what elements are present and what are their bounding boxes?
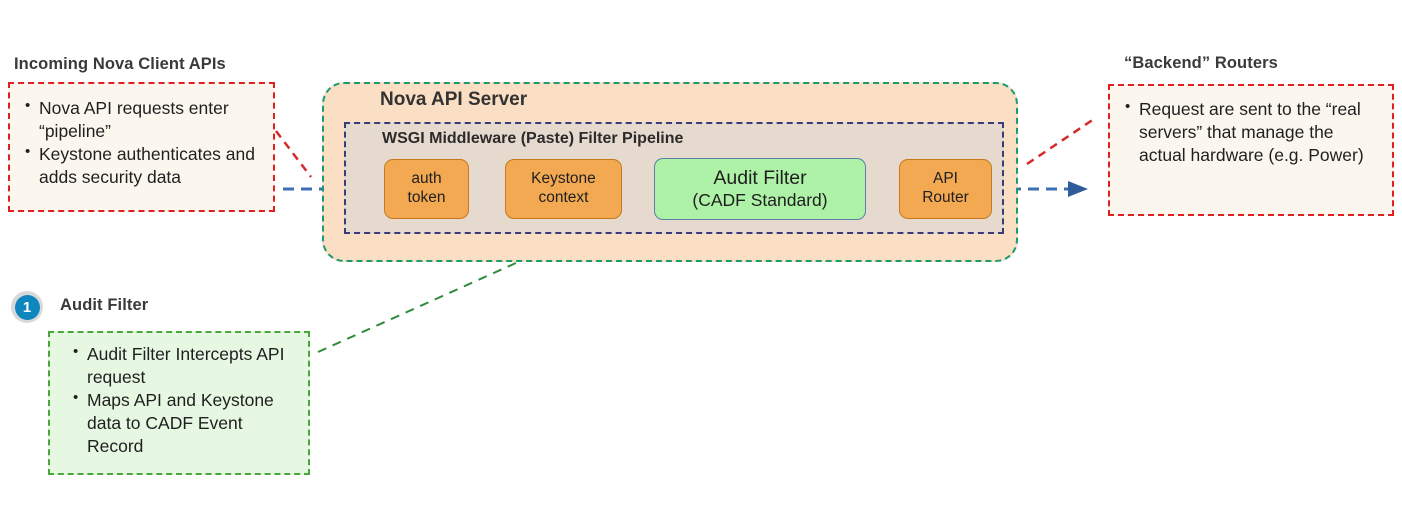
stage-api-router[interactable]: API Router — [899, 159, 992, 219]
stage-audit-filter[interactable]: Audit Filter (CADF Standard) — [654, 158, 866, 220]
leader-right-panel — [1026, 117, 1095, 166]
callout-box: Audit Filter Intercepts API request Maps… — [48, 331, 310, 475]
right-panel-list: Request are sent to the “real servers” t… — [1110, 86, 1392, 167]
left-panel-list: Nova API requests enter “pipeline” Keyst… — [10, 84, 273, 189]
right-panel-heading: “Backend” Routers — [1124, 54, 1278, 72]
stage-line1: Keystone — [531, 170, 596, 188]
stage-line2: (CADF Standard) — [692, 190, 828, 211]
left-panel-box: Nova API requests enter “pipeline” Keyst… — [8, 82, 275, 212]
callout-badge-number: 1 — [14, 294, 40, 320]
callout-heading: Audit Filter — [60, 296, 149, 314]
stage-line1: Audit Filter — [713, 166, 807, 189]
callout-list: Audit Filter Intercepts API request Maps… — [50, 333, 308, 458]
right-panel-box: Request are sent to the “real servers” t… — [1108, 84, 1394, 216]
list-item: Maps API and Keystone data to CADF Event… — [70, 388, 298, 458]
stage-line2: token — [407, 189, 446, 206]
wsgi-pipeline-title: WSGI Middleware (Paste) Filter Pipeline — [382, 130, 684, 147]
nova-api-server-title: Nova API Server — [380, 89, 528, 110]
list-item: Nova API requests enter “pipeline” — [22, 96, 265, 143]
stage-keystone-context[interactable]: Keystone context — [505, 159, 622, 219]
stage-line2: Router — [922, 189, 969, 206]
list-item: Audit Filter Intercepts API request — [70, 342, 298, 389]
leader-left-panel — [275, 130, 312, 178]
list-item: Request are sent to the “real servers” t… — [1122, 97, 1382, 167]
list-item: Keystone authenticates and adds security… — [22, 142, 265, 189]
stage-auth-token[interactable]: auth token — [384, 159, 469, 219]
stage-line1: auth — [411, 170, 442, 188]
callout-badge: 1 — [11, 291, 43, 323]
stage-line1: API — [933, 170, 958, 188]
stage-line2: context — [538, 189, 589, 206]
left-panel-heading: Incoming Nova Client APIs — [14, 55, 226, 73]
